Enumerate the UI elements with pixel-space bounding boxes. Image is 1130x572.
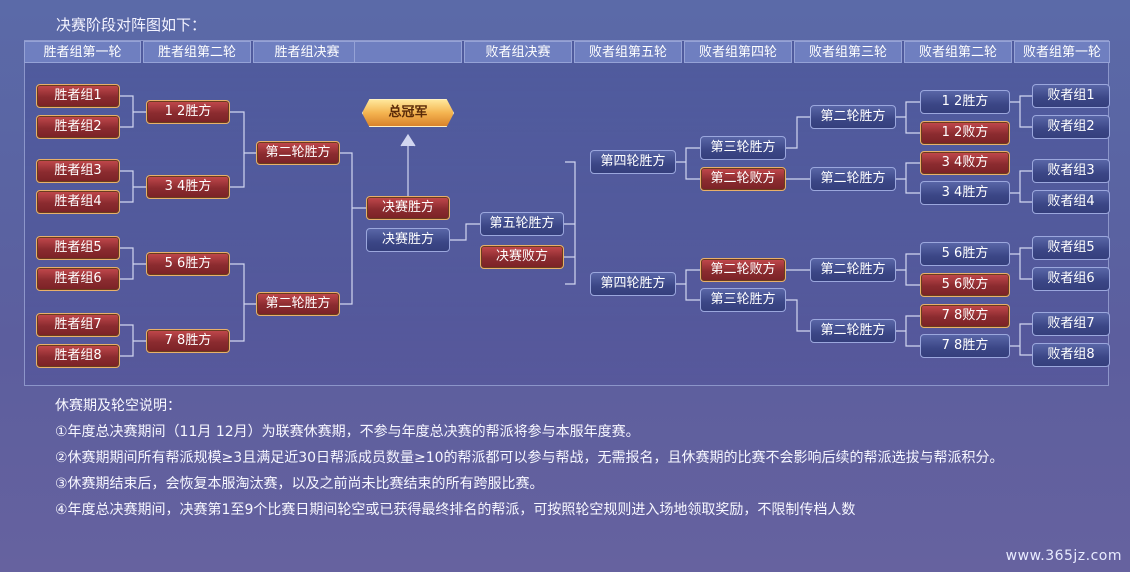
losers-group-node: 败者组4 bbox=[1032, 190, 1110, 214]
connector bbox=[1010, 170, 1032, 203]
connector bbox=[120, 95, 146, 128]
losers-group-node: 败者组7 bbox=[1032, 312, 1110, 336]
losers-round5-node: 第四轮胜方 bbox=[590, 150, 676, 174]
header-losers-round5: 败者组第五轮 bbox=[574, 41, 682, 63]
losers-round3-node: 第二轮胜方 bbox=[810, 258, 896, 282]
connector bbox=[120, 247, 146, 280]
connector bbox=[450, 223, 480, 241]
header-losers-final: 败者组决赛 bbox=[464, 41, 572, 63]
round-header-row: 胜者组第一轮 胜者组第二轮 胜者组决赛 败者组决赛 败者组第五轮 败者组第四轮 … bbox=[24, 41, 1110, 65]
winners-group-node: 胜者组2 bbox=[36, 115, 120, 139]
winners-round2-node: 7 8胜方 bbox=[146, 329, 230, 353]
losers-round2-node: 3 4胜方 bbox=[920, 181, 1010, 205]
losers-final-node: 第五轮胜方 bbox=[480, 212, 564, 236]
winners-final-node: 第二轮胜方 bbox=[256, 141, 340, 165]
winners-round2-node: 1 2胜方 bbox=[146, 100, 230, 124]
connector bbox=[1010, 95, 1032, 128]
connector bbox=[230, 263, 256, 342]
winners-group-node: 胜者组3 bbox=[36, 159, 120, 183]
champion-badge: 总冠军 bbox=[362, 99, 454, 127]
notes-heading: 休赛期及轮空说明： bbox=[55, 398, 181, 414]
losers-group-node: 败者组1 bbox=[1032, 84, 1110, 108]
losers-round2-node: 1 2胜方 bbox=[920, 90, 1010, 114]
losers-final-node: 决赛败方 bbox=[480, 245, 564, 269]
losers-round3-node: 第二轮胜方 bbox=[810, 167, 896, 191]
header-losers-round1: 败者组第一轮 bbox=[1014, 41, 1110, 63]
connector bbox=[676, 147, 700, 180]
header-losers-round4: 败者组第四轮 bbox=[684, 41, 792, 63]
winners-round2-node: 5 6胜方 bbox=[146, 252, 230, 276]
losers-group-node: 败者组2 bbox=[1032, 115, 1110, 139]
connector bbox=[1010, 323, 1032, 356]
notes-item: ②休赛期期间所有帮派规模≥3且满足近30日帮派成员数量≥10的帮派都可以参与帮战… bbox=[55, 450, 1004, 466]
losers-round3-node: 第二轮胜方 bbox=[810, 105, 896, 129]
header-winners-round1: 胜者组第一轮 bbox=[24, 41, 141, 63]
losers-round4-node: 第二轮败方 bbox=[700, 258, 786, 282]
losers-round3-node: 第二轮胜方 bbox=[810, 319, 896, 343]
watermark: www.365jz.com bbox=[1005, 548, 1122, 564]
header-blank bbox=[354, 41, 462, 63]
losers-round2-node: 1 2败方 bbox=[920, 121, 1010, 145]
header-winners-round2: 胜者组第二轮 bbox=[143, 41, 251, 63]
connector bbox=[230, 111, 256, 188]
connector bbox=[786, 116, 810, 149]
losers-round4-node: 第三轮胜方 bbox=[700, 288, 786, 312]
losers-round4-node: 第三轮胜方 bbox=[700, 136, 786, 160]
connector bbox=[786, 299, 810, 332]
winners-group-node: 胜者组7 bbox=[36, 313, 120, 337]
losers-round2-node: 3 4败方 bbox=[920, 151, 1010, 175]
losers-round2-node: 5 6胜方 bbox=[920, 242, 1010, 266]
notes-item: ①年度总决赛期间（11月 12月）为联赛休赛期，不参与年度总决赛的帮派将参与本服… bbox=[55, 424, 640, 440]
notes-item: ③休赛期结束后，会恢复本服淘汰赛，以及之前尚未比赛结束的所有跨服比赛。 bbox=[55, 476, 544, 492]
losers-group-node: 败者组3 bbox=[1032, 159, 1110, 183]
rules-notes: 休赛期及轮空说明： ①年度总决赛期间（11月 12月）为联赛休赛期，不参与年度总… bbox=[24, 393, 1110, 523]
losers-group-node: 败者组8 bbox=[1032, 343, 1110, 367]
page-title: 决赛阶段对阵图如下： bbox=[56, 16, 207, 34]
losers-round2-node: 7 8胜方 bbox=[920, 334, 1010, 358]
winners-group-node: 胜者组1 bbox=[36, 84, 120, 108]
losers-round4-node: 第二轮败方 bbox=[700, 167, 786, 191]
connector bbox=[1010, 247, 1032, 280]
losers-group-node: 败者组5 bbox=[1032, 236, 1110, 260]
connector bbox=[340, 152, 366, 305]
winners-final-node: 第二轮胜方 bbox=[256, 292, 340, 316]
grand-final-winner-node: 决赛胜方 bbox=[366, 196, 450, 220]
losers-round2-node: 5 6败方 bbox=[920, 273, 1010, 297]
winners-group-node: 胜者组6 bbox=[36, 267, 120, 291]
connector bbox=[896, 162, 920, 194]
champion-arrow bbox=[400, 133, 416, 147]
winners-group-node: 胜者组4 bbox=[36, 190, 120, 214]
connector bbox=[120, 324, 146, 357]
grand-final-loser-side-node: 决赛胜方 bbox=[366, 228, 450, 252]
winners-group-node: 胜者组8 bbox=[36, 344, 120, 368]
header-losers-round2: 败者组第二轮 bbox=[904, 41, 1012, 63]
losers-round5-node: 第四轮胜方 bbox=[590, 272, 676, 296]
connector bbox=[896, 253, 920, 286]
connector bbox=[896, 315, 920, 347]
losers-group-node: 败者组6 bbox=[1032, 267, 1110, 291]
notes-item: ④年度总决赛期间，决赛第1至9个比赛日期间轮空或已获得最终排名的帮派，可按照轮空… bbox=[55, 502, 856, 518]
losers-round2-node: 7 8败方 bbox=[920, 304, 1010, 328]
header-losers-round3: 败者组第三轮 bbox=[794, 41, 902, 63]
winners-round2-node: 3 4胜方 bbox=[146, 175, 230, 199]
connector bbox=[676, 269, 700, 301]
winners-group-node: 胜者组5 bbox=[36, 236, 120, 260]
connector bbox=[896, 101, 920, 134]
connector bbox=[120, 170, 146, 203]
connector bbox=[564, 161, 576, 285]
